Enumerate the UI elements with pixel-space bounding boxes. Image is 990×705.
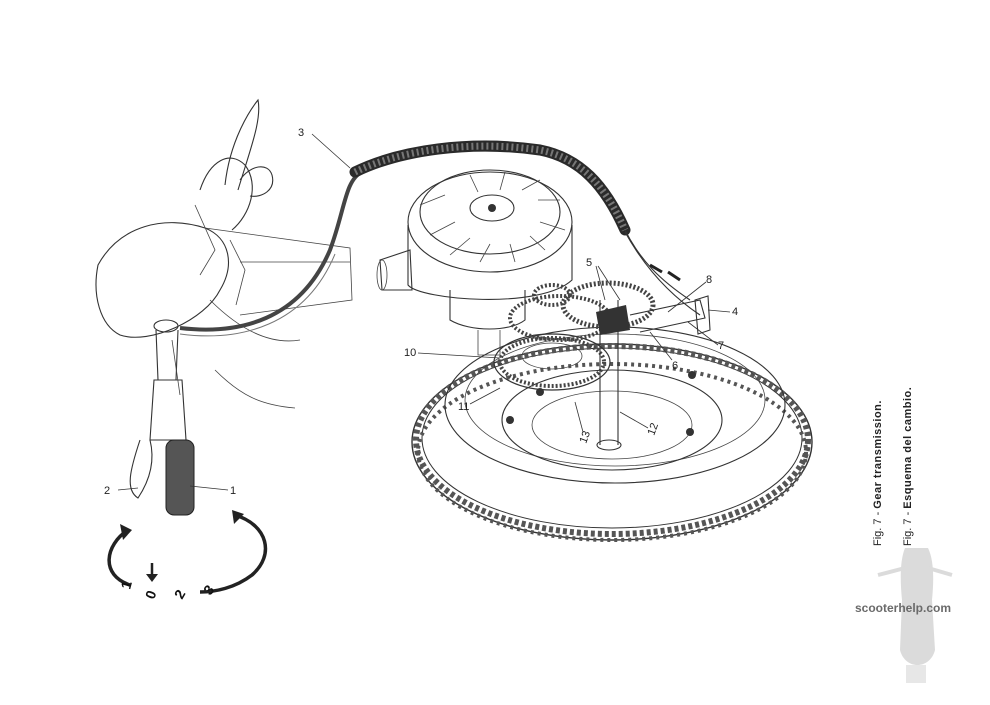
rear-wheel (411, 326, 813, 542)
handlebar-assembly (95, 98, 353, 409)
caption-english-text: Gear transmission. (872, 400, 884, 509)
watermark-text: scooterhelp.com (855, 601, 952, 615)
callout-13: 13 (578, 429, 593, 445)
gear-cluster (493, 280, 711, 451)
callout-4: 4 (732, 306, 738, 318)
callout-12: 12 (646, 421, 661, 437)
callout-10: 10 (404, 347, 416, 359)
callout-2: 2 (104, 485, 110, 497)
gear-cables (179, 140, 701, 337)
leader-lines (117, 133, 731, 491)
callout-7: 7 (718, 340, 724, 352)
scooter-logo (877, 548, 953, 683)
dial-marks: 1 0 2 3 (117, 579, 217, 602)
caption-spanish: Fig. 7 - Esquema del cambio. (902, 387, 914, 546)
callout-8: 8 (706, 274, 712, 286)
dial-mark-1: 1 (117, 579, 135, 591)
callout-labels: 1 2 3 4 5 6 7 8 10 11 12 13 (104, 127, 738, 497)
callout-3: 3 (298, 127, 304, 139)
caption-spanish-text: Esquema del cambio. (902, 386, 914, 509)
callout-5: 5 (586, 257, 592, 269)
callout-11: 11 (458, 401, 469, 413)
callout-1: 1 (230, 485, 236, 497)
callout-6: 6 (672, 360, 678, 372)
gear-dial (107, 510, 268, 594)
caption-spanish-fig: Fig. 7 - (902, 511, 914, 546)
twist-grip (129, 319, 195, 516)
dial-mark-0: 0 (142, 588, 160, 601)
caption-english-fig: Fig. 7 - (872, 511, 884, 546)
caption-english: Fig. 7 - Gear transmission. (872, 400, 884, 546)
flywheel-fan (376, 169, 573, 356)
dial-mark-2: 2 (171, 587, 189, 602)
